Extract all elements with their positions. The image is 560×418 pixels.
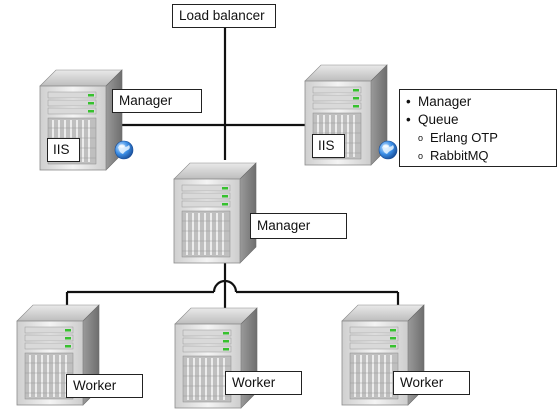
list-item: Manager: [406, 93, 550, 111]
manager-center-label: Manager: [250, 213, 347, 239]
list-item: Erlang OTP: [406, 129, 550, 147]
connectors: [65, 28, 400, 318]
server-icon: [173, 162, 257, 264]
iis-badge-left: IIS: [47, 138, 80, 162]
manager-left-label: Manager: [112, 89, 202, 113]
globe-icon: [114, 140, 134, 160]
load-balancer-label: Load balancer: [172, 4, 276, 28]
list-item: Queue: [406, 111, 550, 129]
worker-label-2: Worker: [225, 371, 302, 395]
globe-icon: [378, 140, 398, 160]
iis-badge-right: IIS: [312, 134, 345, 158]
worker-label-3: Worker: [393, 371, 470, 395]
list-item: RabbitMQ: [406, 147, 550, 165]
worker-label-1: Worker: [66, 374, 143, 398]
manager-queue-list: Manager Queue Erlang OTP RabbitMQ: [399, 89, 557, 167]
